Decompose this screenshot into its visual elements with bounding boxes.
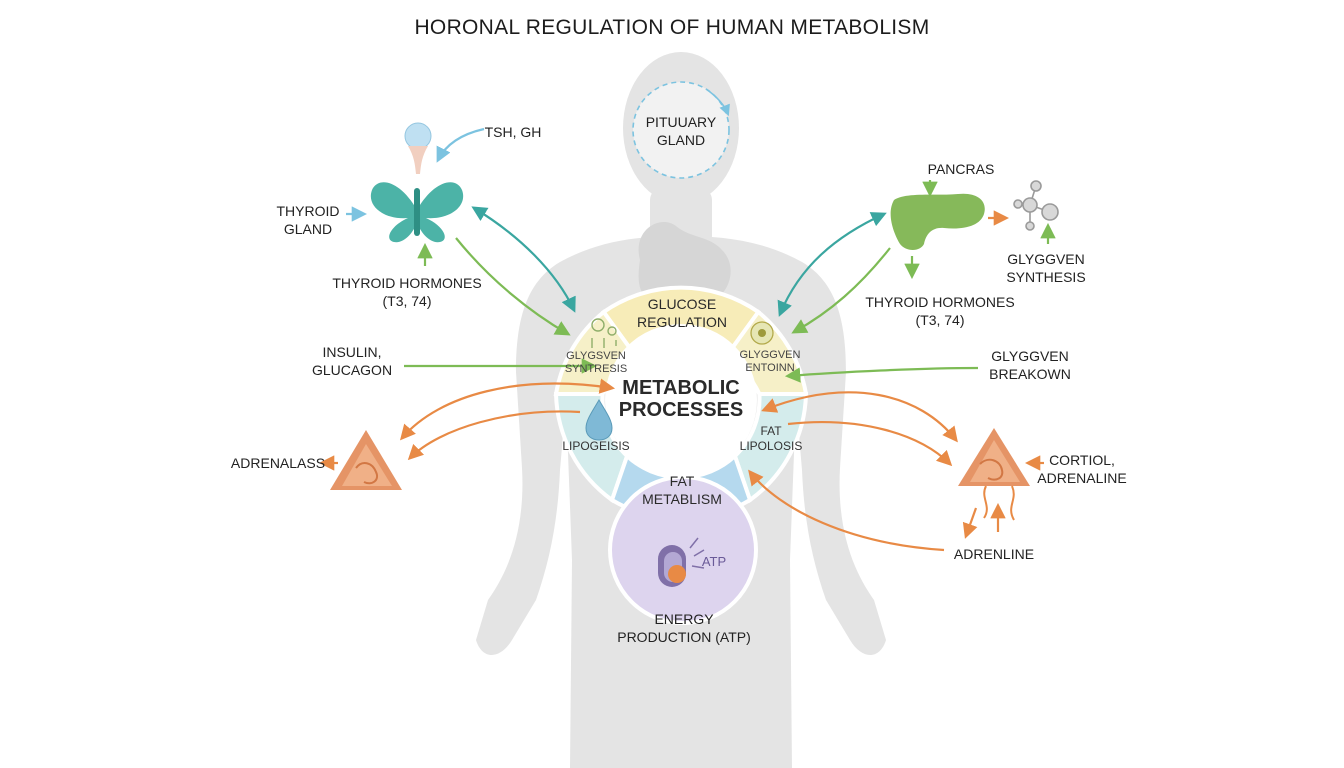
glycogen-molecule-icon (591, 318, 617, 348)
arrow-pancreas-wheel-green (791, 247, 891, 334)
arrow-wheel-to-right-adrenal-2 (787, 421, 953, 467)
label-glycogen-synthesis-right: GLYGGVEN SYNTHESIS (996, 250, 1096, 286)
thyroid-butterfly-icon (370, 182, 464, 243)
center-line1: METABOLIC (622, 377, 740, 399)
arrow-pancreas-wheel-teal (777, 212, 887, 317)
glycogen-synthesis-line1: GLYGGVEN (1007, 251, 1085, 267)
arrow-thyroid-wheel-teal (471, 206, 576, 313)
pituitary-line2: GLAND (656, 132, 706, 148)
hormone-arrows (318, 127, 1056, 552)
arrow-tsh-to-thyroid (436, 127, 485, 163)
label-thyroid-hormones-left: THYROID HORMONES (T3, 74) (320, 274, 494, 310)
label-insulin-glucagon: INSULIN, GLUCAGON (300, 343, 404, 379)
mitochondria-atp-icon (658, 537, 705, 587)
label-glucose-regulation: GLUCOSE REGULATION (630, 295, 734, 331)
lipolysis-line1: FAT (760, 424, 782, 438)
label-atp-seg: ATP (701, 554, 727, 569)
arrow-wheel-to-left-adrenal-2 (407, 410, 581, 461)
thyroid-line2: GLAND (283, 221, 333, 237)
adrenal-gland-left-icon (330, 430, 402, 490)
glucose-line1: GLUCOSE (647, 296, 717, 312)
energy-production-circle (608, 475, 758, 625)
glycogen-synth-line2: SYNTRESIS (564, 363, 628, 375)
insulin-line1: INSULIN, (322, 344, 382, 360)
label-pancreas: PANCRAS (927, 161, 995, 177)
arrow-wheel-to-left-adrenal-1 (399, 378, 616, 441)
label-fat-lipolysis-seg: FAT LIPOLOSIS (736, 424, 806, 454)
cortisol-line2: ADRENALINE (1037, 470, 1127, 486)
wheel-center (605, 324, 757, 476)
glycogen-cell-icon (750, 321, 774, 345)
thyroid-hormones-left-line2: (T3, 74) (382, 293, 432, 309)
glycogen-ent-line2: ENTOINN (745, 362, 795, 374)
lipolysis-line2: LIPOLOSIS (739, 439, 803, 453)
label-glycogen-entoinn-seg: GLYGGVEN ENTOINN (734, 349, 806, 375)
thyroid-line1: THYROID (276, 203, 340, 219)
label-thyroid-gland: THYROID GLAND (260, 202, 356, 238)
center-line2: PROCESSES (618, 399, 744, 421)
arrow-adrenline-to-fat (748, 469, 945, 552)
insulin-line2: GLUCAGON (311, 362, 393, 378)
glycogen-ent-line1: GLYGGVEN (739, 349, 801, 361)
label-lipogenesis-seg: LIPOGEISIS (562, 439, 630, 453)
glucose-line2: REGULATION (637, 314, 727, 330)
glycogen-synthesis-line2: SYNTHESIS (1006, 269, 1086, 285)
cortisol-line1: CORTIOL, (1049, 452, 1115, 468)
label-fat-metabolism-seg: FAT METABLISM (630, 472, 734, 508)
glycogen-molecule-network-icon (1013, 180, 1059, 231)
pituitary-dashed-ring (632, 81, 730, 179)
thyroid-hormones-right-line2: (T3, 74) (915, 312, 965, 328)
label-pituitary: PITUUARY GLAND (620, 113, 742, 149)
fat-met-line1: FAT (669, 473, 695, 489)
body-organs-shadow (638, 221, 731, 304)
label-thyroid-hormones-right: THYROID HORMONES (T3, 74) (852, 293, 1028, 329)
adrenal-gland-right-icon (958, 428, 1030, 521)
label-cortisol-adrenaline: CORTIOL, ADRENALINE (1030, 451, 1134, 487)
label-energy-production: ENERGY PRODUCTION (ATP) (603, 610, 765, 646)
arrow-thyroid-wheel-green (455, 237, 571, 336)
label-glycogen-synthesis-seg: GLYGSVEN SYNTRESIS (560, 350, 632, 376)
arrow-breakdown-wheel (784, 366, 979, 383)
glycogen-synth-line1: GLYGSVEN (566, 350, 626, 362)
pituitary-line1: PITUUARY (645, 114, 717, 130)
label-adrenalass: ADRENALASS (230, 455, 326, 471)
label-metabolic-processes: METABOLIC PROCESSES (606, 377, 756, 421)
glycogen-breakdown-line2: BREAKOWN (989, 366, 1071, 382)
label-adrenline: ADRENLINE (953, 546, 1035, 562)
energy-line1: ENERGY (654, 611, 714, 627)
pancreas-icon (890, 193, 985, 250)
fat-met-line2: METABLISM (642, 491, 722, 507)
glycogen-breakdown-line1: GLYGGVEN (991, 348, 1069, 364)
arrow-wheel-to-right-adrenal-1 (761, 391, 958, 443)
thyroid-hormones-left-line1: THYROID HORMONES (332, 275, 482, 291)
page-title: HORONAL REGULATION OF HUMAN METABOLISM (414, 16, 930, 39)
pituitary-bulb-icon (404, 122, 432, 174)
thyroid-hormones-right-line1: THYROID HORMONES (865, 294, 1015, 310)
label-glycogen-breakdown: GLYGGVEN BREAKOWN (978, 347, 1082, 383)
label-tsh-gh: TSH, GH (484, 124, 542, 140)
arrow-adrenal-down (962, 507, 978, 539)
pituitary-cycle-arrow (705, 88, 730, 117)
energy-line2: PRODUCTION (ATP) (617, 629, 751, 645)
